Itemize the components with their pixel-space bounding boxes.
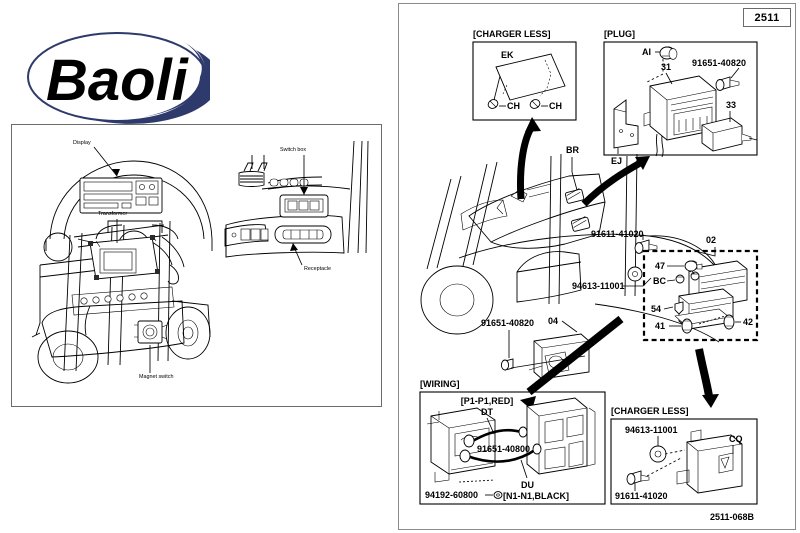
part-42-label: 42 (743, 317, 753, 327)
callout-arrow-charger-less-bottom (695, 348, 713, 397)
callout-arrow-plug (581, 158, 644, 207)
code-du-label: DU (521, 480, 534, 490)
machine-main-view: BR 91611-41020 94613-1100 (420, 145, 734, 380)
part-91611-41020-main-label: 91611-41020 (591, 229, 644, 239)
part-54-label: 54 (651, 304, 661, 314)
left-panel: Baoli (0, 0, 392, 533)
callout-transformer: Transformer (98, 211, 127, 243)
part-br-label: BR (566, 145, 579, 155)
right-panel: 2511 [CHARGER LESS] (398, 3, 796, 530)
callout-display-label: Display (73, 140, 91, 146)
page-number-box: 2511 (743, 8, 791, 27)
wiring-group: [WIRING] (419, 379, 606, 505)
callout-receptacle: Receptacle (290, 243, 331, 272)
part-bc-label: BC (653, 276, 666, 286)
left-illustration: Display (31, 140, 369, 384)
part-ej-label: EJ (611, 156, 622, 166)
part-91651-40820-main-label: 91651-40820 (481, 318, 534, 328)
part-91651-40820-plug-label: 91651-40820 (692, 58, 746, 68)
callout-magnet-switch: Magnet switch (139, 345, 173, 380)
callout-switch-box-label: Switch box (280, 147, 306, 153)
baoli-logo: Baoli (24, 28, 210, 126)
plug-title: [PLUG] (604, 29, 635, 39)
part-ai-label: AI (642, 47, 651, 57)
callout-magnet-switch-label: Magnet switch (139, 374, 173, 380)
left-illustration-frame: Display (11, 124, 382, 407)
figure-code: 2511-068B (710, 512, 755, 522)
cable-red (470, 428, 522, 444)
callout-arrow-charger-less (517, 126, 535, 200)
harness-n1-black-label: [N1-N1,BLACK] (503, 491, 569, 501)
part-91611-41020-bottom-label: 91611-41020 (615, 491, 668, 501)
callout-transformer-label: Transformer (98, 211, 127, 217)
charger-less-top-group: [CHARGER LESS] EK (472, 29, 577, 121)
callout-arrow-wiring (526, 315, 624, 396)
part-33-label: 33 (726, 100, 736, 110)
plug-group: [PLUG] EJ (603, 29, 758, 166)
part-41-label: 41 (655, 321, 665, 331)
wiring-title: [WIRING] (420, 379, 460, 389)
part-ek-label: EK (501, 50, 514, 60)
callout-switch-box: Switch box (280, 147, 308, 195)
part-31-label: 31 (661, 62, 671, 72)
part-ch-left-label: CH (507, 101, 520, 111)
part-91651-40800-label: 91651-40800 (477, 444, 530, 454)
part-02-label: 02 (706, 235, 716, 245)
part-ch-right-label: CH (549, 101, 562, 111)
harness-p1-red-label: [P1-P1,RED] (461, 396, 514, 406)
exploded-parts-diagram: [CHARGER LESS] EK (399, 4, 795, 529)
part-94613-11001-main-label: 94613-11001 (572, 281, 625, 291)
callout-display: Display (73, 140, 120, 177)
page-number: 2511 (754, 11, 780, 24)
charger-less-bottom-group: [CHARGER LESS] (610, 406, 758, 505)
logo-wordmark: Baoli (46, 48, 190, 113)
part-47-label: 47 (655, 261, 665, 271)
part-94192-60800-label: 94192-60800 (425, 490, 478, 500)
part-04-label: 04 (548, 316, 558, 326)
code-dt-label: DT (481, 407, 493, 417)
cable-black (466, 448, 536, 463)
part-94613-11001-bottom-label: 94613-11001 (625, 425, 678, 435)
battery-detail-group: 02 (642, 235, 759, 342)
charger-less-top-title: [CHARGER LESS] (473, 29, 551, 39)
charger-less-bottom-title: [CHARGER LESS] (611, 406, 689, 416)
callout-receptacle-label: Receptacle (304, 266, 331, 272)
part-cq-label: CQ (729, 434, 743, 444)
